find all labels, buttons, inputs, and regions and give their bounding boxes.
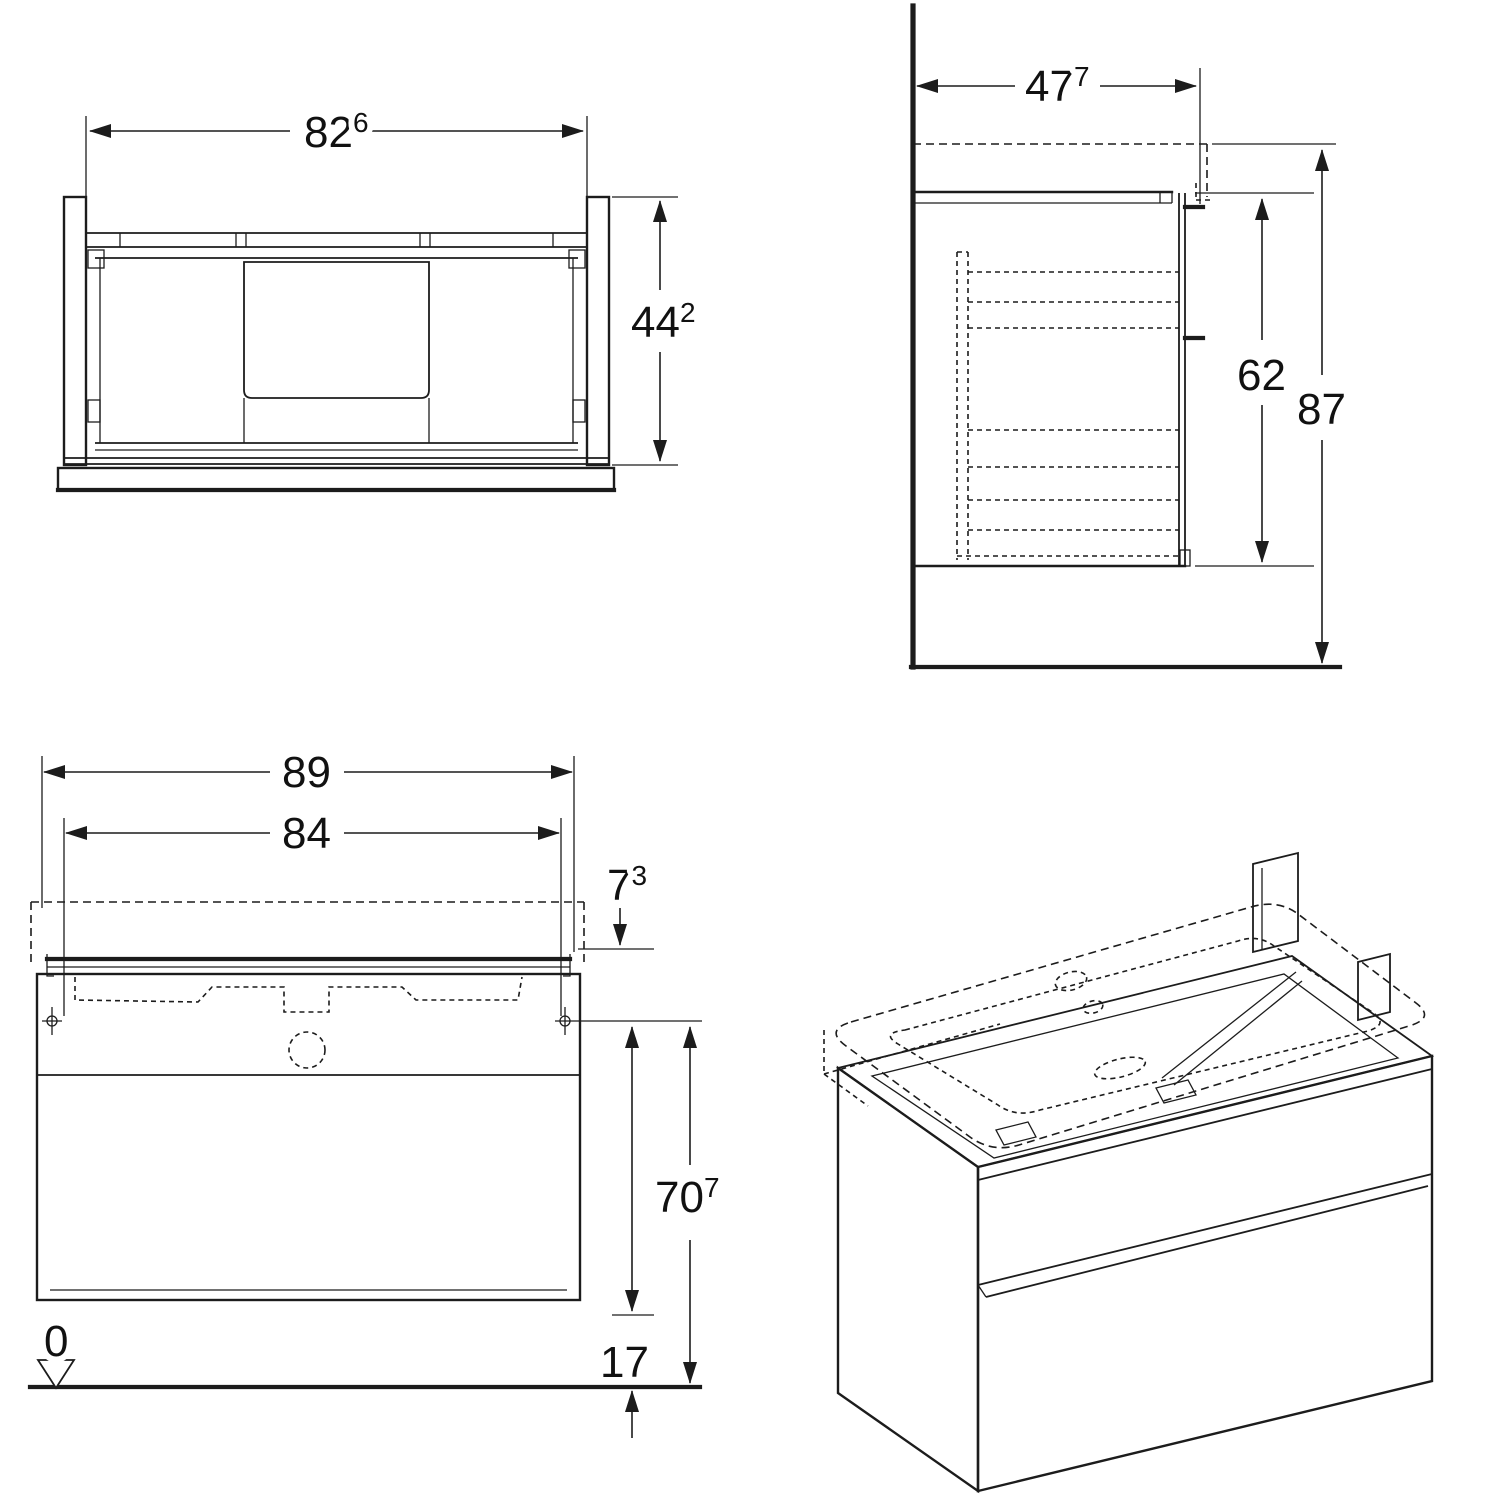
front-top-plate (44, 954, 573, 977)
plan-depth-dimension: 442 (612, 196, 702, 466)
front-cabinet-body (35, 972, 582, 1302)
faucet-hole-dashed (288, 1031, 326, 1069)
front-washbasin-dashed (30, 901, 585, 1013)
plan-siphon-cutout (243, 261, 430, 399)
front-inner-width-dimension: 84 (63, 803, 562, 1016)
side-body-height-dimension: 62 (1195, 192, 1314, 567)
iso-clamp-cutout-left (995, 1121, 1037, 1146)
plan-view: 826 442 (55, 101, 702, 493)
plan-front-edge (55, 449, 617, 493)
front-mount-height-label: 707 (655, 1172, 720, 1222)
iso-small-hole (1082, 999, 1104, 1015)
side-body-height-label: 62 (1237, 351, 1286, 400)
iso-overflow (1093, 1056, 1147, 1080)
side-depth-dimension: 477 (916, 55, 1201, 204)
front-floor-clearance-label: 17 (600, 1338, 649, 1387)
iso-washbasin-dashed (823, 903, 1426, 1149)
mounting-screw-right (555, 1007, 575, 1035)
isometric-view (823, 851, 1435, 1494)
front-overall-width-dimension: 89 (41, 742, 575, 952)
side-washbasin-dashed (913, 143, 1210, 201)
front-view: 0 89 84 73 (27, 742, 726, 1438)
iso-rear-upstand (1252, 851, 1299, 954)
datum-symbol: 0 (36, 1311, 76, 1390)
plan-right-panel (585, 195, 611, 467)
side-drawer-front (1178, 193, 1206, 567)
side-total-height-dimension: 87 (1212, 143, 1352, 664)
side-total-height-label: 87 (1297, 385, 1346, 434)
front-inner-width-label: 84 (282, 809, 331, 858)
front-basin-thickness-dimension: 73 (578, 854, 654, 950)
iso-cabinet-body (836, 1054, 1434, 1494)
datum-label: 0 (44, 1317, 68, 1366)
plan-width-dimension: 826 (85, 101, 588, 219)
side-top-plate (911, 190, 1174, 204)
side-view: 477 62 87 (908, 3, 1352, 670)
side-depth-label: 477 (1025, 61, 1090, 111)
plan-back-rail (86, 232, 587, 248)
plan-width-label: 826 (304, 107, 369, 157)
plan-drawer-box (87, 249, 586, 444)
iso-right-upstand (1357, 952, 1391, 1022)
iso-top-frame (835, 851, 1435, 1168)
plan-left-panel (62, 195, 88, 467)
side-drawer-internals-dashed (956, 251, 1180, 560)
mounting-screw-left (42, 1007, 62, 1035)
plan-depth-label: 442 (631, 297, 696, 347)
iso-faucet-hole (1054, 970, 1088, 992)
front-basin-thickness-label: 73 (607, 860, 647, 910)
front-overall-width-label: 89 (282, 748, 331, 797)
front-height-dimensions: 707 17 (575, 1020, 726, 1438)
